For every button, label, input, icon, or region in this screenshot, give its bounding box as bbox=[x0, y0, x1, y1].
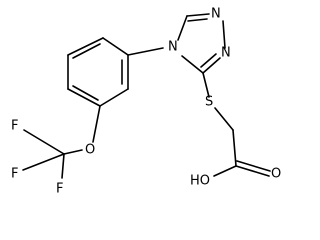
bond-benzene-inner-3 bbox=[72, 43, 101, 59]
atom-label-fluorine-2: F bbox=[11, 167, 18, 182]
bond-cf3-f3 bbox=[61, 153, 65, 179]
bond-layer bbox=[22, 13, 271, 179]
bond-triazole-n2-c3-inner bbox=[200, 53, 217, 68]
atom-label-n-triazole-4: N bbox=[168, 40, 178, 55]
atom-label-layer: N N N S O F F F O HO bbox=[11, 7, 281, 197]
bond-triazole-n1-n2 bbox=[222, 20, 226, 49]
atom-label-fluorine-3: F bbox=[56, 182, 63, 197]
atom-label-n-triazole-2: N bbox=[221, 46, 231, 61]
atom-label-fluorine-1: F bbox=[11, 119, 18, 134]
bond-o-cf3 bbox=[63, 149, 83, 155]
bond-benzene-6 bbox=[67, 37, 104, 56]
atom-label-hydroxyl: HO bbox=[190, 174, 210, 189]
atom-label-oxygen-carbonyl: O bbox=[271, 167, 281, 182]
bond-aryl-n bbox=[127, 47, 164, 56]
bond-triazole-n4-c5 bbox=[177, 15, 188, 41]
bond-benzene-4 bbox=[67, 88, 101, 107]
bond-benzene-3 bbox=[99, 88, 129, 107]
bond-triazole-c3-n4 bbox=[181, 55, 204, 74]
atom-label-n-triazole-1: N bbox=[211, 7, 221, 22]
bond-c-oh bbox=[213, 165, 237, 177]
bond-benzene-inner-2 bbox=[72, 85, 99, 101]
bond-benzene-1 bbox=[102, 37, 129, 56]
bond-triazole-n2-c3 bbox=[202, 57, 221, 74]
bond-cf3-f2 bbox=[22, 153, 65, 171]
bond-c3-s bbox=[202, 72, 210, 98]
bond-cf3-f1 bbox=[23, 129, 65, 155]
chemical-structure-diagram: N N N S O F F F O HO bbox=[11, 7, 281, 197]
atom-label-sulfur: S bbox=[205, 95, 213, 110]
bond-ch2-cooh bbox=[232, 129, 237, 167]
bond-triazole-c5-n1 bbox=[186, 13, 210, 17]
bond-aryl-o bbox=[92, 105, 101, 143]
bond-carbonyl-1 bbox=[235, 165, 270, 177]
bond-carbonyl-2 bbox=[236, 160, 271, 172]
atom-label-oxygen-ether: O bbox=[85, 143, 95, 158]
bond-s-ch2 bbox=[214, 107, 234, 131]
bond-triazole-c5-n1-inner bbox=[187, 18, 208, 22]
